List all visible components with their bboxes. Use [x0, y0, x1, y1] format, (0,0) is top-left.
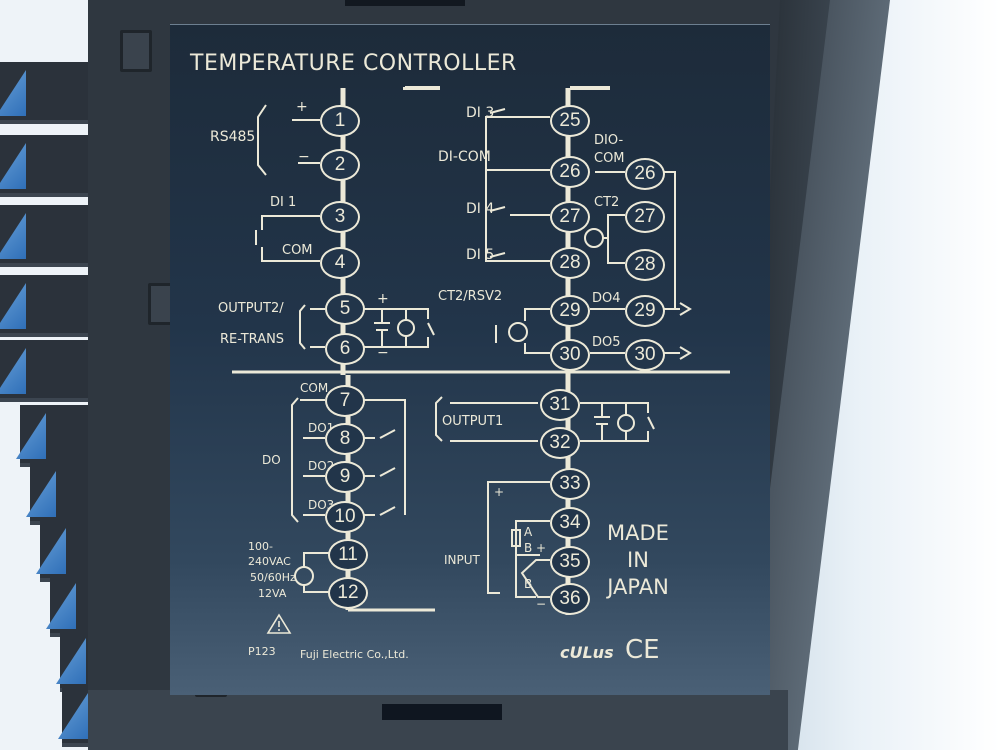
warning-triangle-icon [266, 613, 292, 634]
terminal-26: 26 [550, 156, 590, 188]
input-label: INPUT [444, 553, 480, 567]
do-label: DO [262, 453, 281, 467]
dio-com-label-1: DIO- [594, 133, 624, 148]
dio-com-label-2: COM [594, 151, 625, 166]
terminal-8: 8 [325, 423, 365, 455]
di5-label: DI 5 [466, 247, 495, 263]
terminal-28-alt: 28 [625, 249, 665, 281]
terminal-fin [0, 62, 95, 124]
terminal-2: 2 [320, 149, 360, 181]
rs485-label: RS485 [210, 129, 256, 145]
terminal-33: 33 [550, 468, 590, 500]
terminal-35: 35 [550, 546, 590, 578]
terminal-32: 32 [540, 427, 580, 459]
terminal-12: 12 [328, 577, 368, 609]
terminal-29: 29 [550, 295, 590, 327]
model-number: P123 [248, 645, 276, 658]
terminal-34: 34 [550, 507, 590, 539]
top-slot [345, 0, 465, 6]
terminal-7: 7 [325, 385, 365, 417]
retrans-label: RE-TRANS [220, 332, 285, 347]
terminal-6: 6 [325, 333, 365, 365]
terminal-4: 4 [320, 247, 360, 279]
di1-label: DI 1 [270, 195, 297, 210]
panel-title: TEMPERATURE CONTROLLER [190, 51, 517, 76]
power-rating: 12VA [258, 587, 287, 600]
origin-japan: JAPAN [607, 575, 669, 599]
do-com-label: COM [300, 381, 329, 395]
output1-label: OUTPUT1 [442, 414, 504, 429]
terminal-9: 9 [325, 461, 365, 493]
terminal-30-alt: 30 [625, 339, 665, 371]
terminal-1: 1 [320, 105, 360, 137]
latch-clip [120, 30, 152, 72]
com-label: COM [282, 243, 313, 258]
di3-label: DI 3 [466, 105, 495, 121]
terminal-28: 28 [550, 247, 590, 279]
ct2-label: CT2 [594, 195, 620, 210]
di-com-label: DI-COM [438, 149, 491, 165]
power-voltage-1: 100- [248, 540, 273, 553]
terminal-11: 11 [328, 539, 368, 571]
terminal-5: 5 [325, 293, 365, 325]
terminal-25: 25 [550, 105, 590, 137]
output2-label: OUTPUT2/ [218, 301, 284, 316]
cul-us-mark-icon: cULus [560, 643, 614, 662]
input-plus: + [494, 485, 505, 499]
rs485-minus: − [298, 149, 310, 165]
terminal-fin [0, 135, 105, 197]
terminal-10: 10 [325, 501, 365, 533]
ce-mark-icon: CE [625, 635, 660, 665]
input-b: B [524, 541, 533, 555]
terminal-27: 27 [550, 201, 590, 233]
housing-bottom [88, 690, 788, 750]
terminal-27-alt: 27 [625, 201, 665, 233]
do4-label: DO4 [592, 291, 621, 306]
origin-in: IN [627, 548, 649, 572]
bottom-slot [382, 704, 502, 720]
input-minus: − [536, 597, 547, 611]
rs485-plus: + [296, 99, 308, 115]
wiring-label-panel: TEMPERATURE CONTROLLER RS485 + − DI 1 CO… [170, 24, 770, 695]
do5-label: DO5 [592, 335, 621, 350]
terminal-36: 36 [550, 583, 590, 615]
di4-label: DI 4 [466, 201, 495, 217]
input-tc-plus: + [536, 541, 547, 555]
ct2-rsv2-label: CT2/RSV2 [438, 289, 503, 304]
terminal-29-alt: 29 [625, 295, 665, 327]
output2-minus: − [377, 345, 389, 361]
input-a: A [524, 525, 533, 539]
terminal-30: 30 [550, 339, 590, 371]
output2-plus: + [377, 291, 389, 307]
origin-made: MADE [607, 521, 669, 545]
terminal-3: 3 [320, 201, 360, 233]
power-frequency: 50/60Hz [250, 571, 296, 584]
terminal-26-alt: 26 [625, 158, 665, 190]
manufacturer: Fuji Electric Co.,Ltd. [300, 648, 409, 661]
terminal-31: 31 [540, 389, 580, 421]
input-b2: B [524, 577, 533, 591]
power-voltage-2: 240VAC [248, 555, 291, 568]
